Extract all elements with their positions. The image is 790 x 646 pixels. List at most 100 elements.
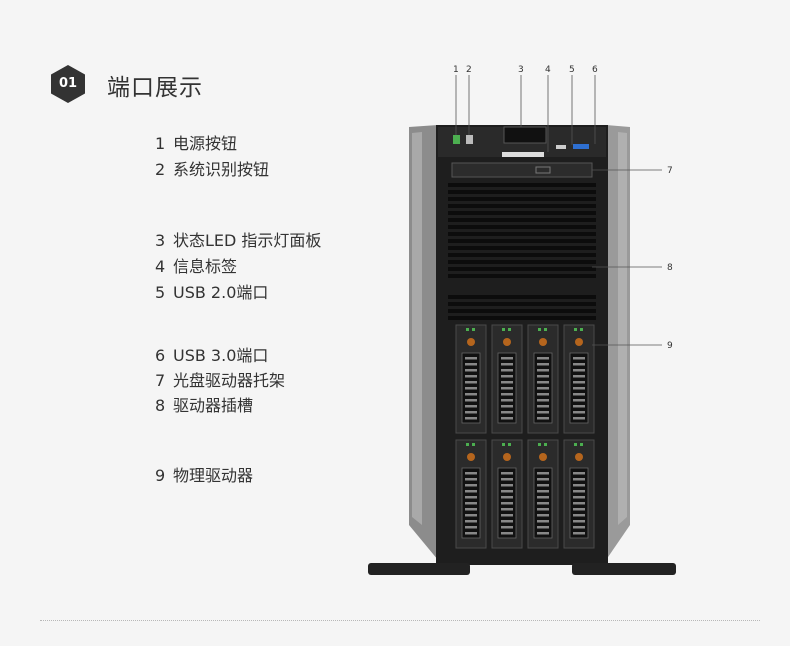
drive-vent-slot: [501, 363, 513, 366]
drive-vent-slot: [573, 357, 585, 360]
grille-slat: [448, 232, 596, 236]
drive-vent-slot: [465, 496, 477, 499]
grille-slat: [448, 218, 596, 222]
legend-number: 5: [155, 283, 166, 302]
grille-slat: [448, 204, 596, 208]
drive-led: [472, 328, 475, 331]
info-tag: [502, 152, 544, 157]
grille-slat: [448, 309, 596, 313]
drive-vent-slot: [501, 490, 513, 493]
drive-vent-slot: [465, 490, 477, 493]
bottom-divider: [40, 620, 760, 621]
legend-item-1: 1 电源按钮: [155, 130, 237, 154]
legend-label: 电源按钮: [173, 134, 238, 153]
drive-vent-slot: [537, 520, 549, 523]
drive-vent-slot: [573, 472, 585, 475]
drive-vent-slot: [537, 375, 549, 378]
drive-vent-slot: [537, 369, 549, 372]
drive-release: [467, 453, 475, 461]
drive-led: [508, 443, 511, 446]
drive-vent-slot: [501, 357, 513, 360]
drive-vent-slot: [537, 514, 549, 517]
legend-item-8: 8 驱动器插槽: [155, 392, 253, 416]
drive-vent-slot: [537, 387, 549, 390]
drive-vent-slot: [573, 478, 585, 481]
drive-vent-slot: [573, 405, 585, 408]
drive-release: [575, 338, 583, 346]
drive-vent-slot: [537, 532, 549, 535]
legend-label: 光盘驱动器托架: [173, 371, 286, 390]
drive-vent-slot: [537, 490, 549, 493]
drive-led: [508, 328, 511, 331]
callout-4: 4: [545, 65, 551, 75]
section-number: 01: [58, 76, 78, 91]
legend-number: 4: [155, 257, 166, 276]
drive-led: [538, 328, 541, 331]
drive-vent-slot: [573, 375, 585, 378]
drive-vent-slot: [573, 393, 585, 396]
right-panel-highlight: [618, 132, 627, 525]
grille-slat: [448, 211, 596, 215]
grille-slat: [448, 295, 596, 299]
drive-vent-slot: [537, 393, 549, 396]
drive-vent-slot: [501, 526, 513, 529]
grille-slat: [448, 239, 596, 243]
drive-vent-slot: [537, 508, 549, 511]
drive-vent-slot: [573, 520, 585, 523]
drive-vent-slot: [573, 502, 585, 505]
optical-drive: [451, 162, 593, 178]
callout-6: 6: [592, 65, 598, 75]
drive-vent-slot: [537, 417, 549, 420]
drive-vent-slot: [465, 357, 477, 360]
drive-slots-grille: [448, 183, 596, 320]
grille-slat: [448, 253, 596, 257]
legend-number: 8: [155, 396, 166, 415]
callout-1: 1: [453, 65, 459, 75]
legend-label: 信息标签: [173, 257, 238, 276]
callout-3: 3: [518, 65, 524, 75]
drive-vent-slot: [501, 405, 513, 408]
id-button: [466, 135, 473, 144]
drive-vent-slot: [573, 417, 585, 420]
drive-release: [503, 453, 511, 461]
grille-slat: [448, 225, 596, 229]
drive-vent-slot: [501, 502, 513, 505]
drive-vent-slot: [501, 520, 513, 523]
drive-vent-slot: [465, 399, 477, 402]
drive-vent-slot: [501, 472, 513, 475]
grille-slat: [448, 274, 596, 278]
drive-vent-slot: [573, 381, 585, 384]
usb3-port: [573, 144, 589, 149]
drive-vent-slot: [573, 508, 585, 511]
drive-vent-slot: [465, 532, 477, 535]
drive-vent-slot: [537, 478, 549, 481]
drive-vent-slot: [465, 478, 477, 481]
legend-number: 3: [155, 231, 166, 250]
drive-vent-slot: [573, 490, 585, 493]
drive-release: [575, 453, 583, 461]
optical-eject: [535, 166, 551, 174]
drive-led: [544, 328, 547, 331]
drive-led: [472, 443, 475, 446]
drive-led: [544, 443, 547, 446]
right-foot: [572, 563, 676, 575]
drive-vent-slot: [573, 484, 585, 487]
drive-vent-slot: [501, 478, 513, 481]
legend-number: 6: [155, 346, 166, 365]
legend-label: 驱动器插槽: [173, 396, 254, 415]
callout-lines: [455, 75, 662, 346]
drive-led: [538, 443, 541, 446]
drive-vent-slot: [501, 375, 513, 378]
drive-vent-slot: [465, 520, 477, 523]
grille-slat: [448, 267, 596, 271]
drive-vent-slot: [537, 357, 549, 360]
server-front-view: 1 2 3 4 5 6 7 8 9: [360, 55, 690, 585]
legend-number: 1: [155, 134, 166, 153]
drive-led: [574, 328, 577, 331]
drive-vent-slot: [465, 508, 477, 511]
drive-vent-slot: [537, 363, 549, 366]
grille-slat: [448, 190, 596, 194]
